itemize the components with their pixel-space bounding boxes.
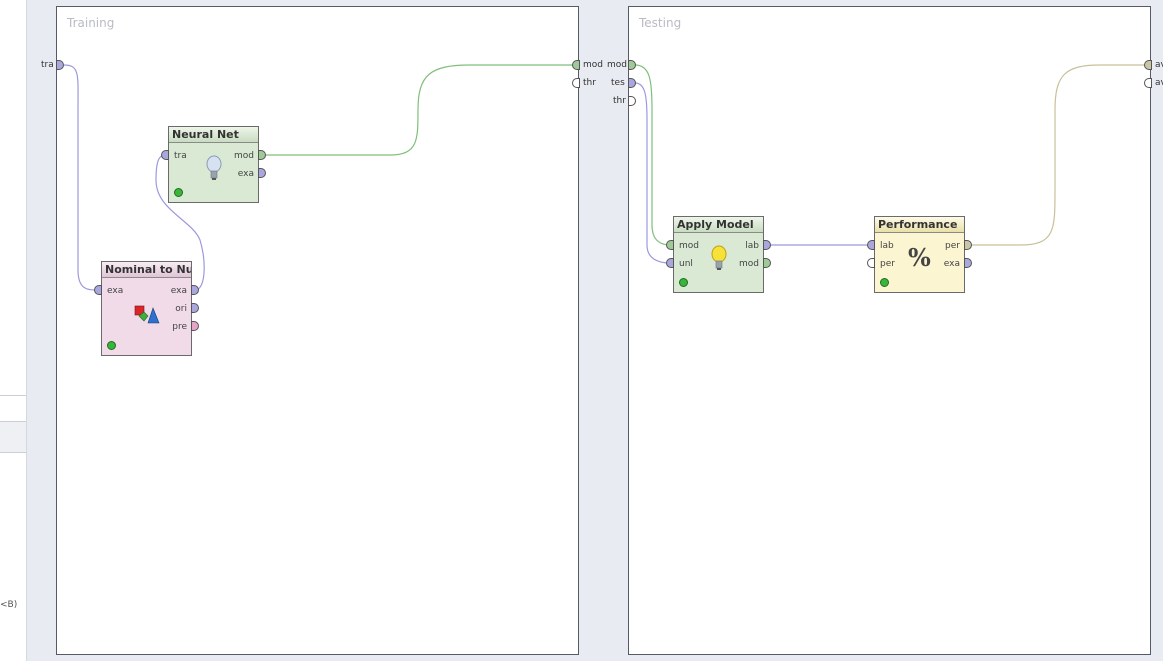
apply-model-output-mod[interactable] xyxy=(763,258,771,268)
panel-title: Training xyxy=(67,16,115,30)
percent-icon: % xyxy=(908,243,931,272)
training-output-port-mod[interactable] xyxy=(572,60,580,70)
lightbulb-icon xyxy=(206,155,222,180)
port-label: mod xyxy=(234,151,254,161)
testing-input-port-thr[interactable] xyxy=(628,96,636,106)
port-label: ori xyxy=(175,304,187,314)
panel-title: Testing xyxy=(639,16,682,30)
neural-net-input-tra[interactable] xyxy=(161,150,169,160)
port-label: thr xyxy=(613,96,626,106)
operator-title: Apply Model xyxy=(674,217,763,233)
operator-title: Neural Net xyxy=(169,127,258,143)
port-label: pre xyxy=(172,322,187,332)
neural-net-operator[interactable]: Neural Net tra mod exa xyxy=(168,126,259,203)
testing-subprocess-panel[interactable]: Testing xyxy=(628,6,1151,655)
performance-output-per[interactable] xyxy=(964,240,972,250)
nominal-output-exa[interactable] xyxy=(191,285,199,295)
performance-operator[interactable]: Performance lab per per exa % xyxy=(874,216,965,293)
port-label: exa xyxy=(107,286,124,296)
neural-net-output-exa[interactable] xyxy=(258,168,266,178)
operator-title: Nominal to Nu... xyxy=(102,262,191,278)
performance-output-exa[interactable] xyxy=(964,258,972,268)
port-label: per xyxy=(880,259,895,269)
panel-band xyxy=(0,421,26,453)
port-label: exa xyxy=(170,286,187,296)
port-label: mod xyxy=(679,241,699,251)
testing-output-port-av-1[interactable] xyxy=(1144,60,1152,70)
port-label: exa xyxy=(237,169,254,179)
performance-input-lab[interactable] xyxy=(867,240,875,250)
training-output-port-thr[interactable] xyxy=(572,78,580,88)
divider xyxy=(0,395,26,396)
port-label: av xyxy=(1155,60,1163,70)
testing-input-port-tes[interactable] xyxy=(628,78,636,88)
nominal-output-ori[interactable] xyxy=(191,303,199,313)
port-label: thr xyxy=(583,78,596,88)
left-side-panel: <B) xyxy=(0,0,27,661)
port-label: per xyxy=(945,241,960,251)
nominal-input-exa[interactable] xyxy=(94,285,102,295)
side-panel-text-fragment: <B) xyxy=(0,600,18,610)
status-indicator xyxy=(880,278,889,287)
operator-title: Performance xyxy=(875,217,964,233)
nominal-to-numerical-operator[interactable]: Nominal to Nu... exa exa ori pre xyxy=(101,261,192,356)
apply-model-output-lab[interactable] xyxy=(763,240,771,250)
performance-input-per[interactable] xyxy=(867,258,875,268)
apply-model-operator[interactable]: Apply Model mod unl lab mod xyxy=(673,216,764,293)
port-label: mod xyxy=(583,60,603,70)
port-label: mod xyxy=(739,259,759,269)
port-label: av xyxy=(1155,78,1163,88)
port-label: lab xyxy=(880,241,894,251)
port-label: unl xyxy=(679,259,693,269)
status-indicator xyxy=(107,341,116,350)
neural-net-output-mod[interactable] xyxy=(258,150,266,160)
training-input-port-tra[interactable] xyxy=(56,60,64,70)
status-indicator xyxy=(679,278,688,287)
testing-output-port-av-2[interactable] xyxy=(1144,78,1152,88)
port-label: tes xyxy=(611,78,625,88)
status-indicator xyxy=(174,188,183,197)
apply-model-input-unl[interactable] xyxy=(666,258,674,268)
apply-model-input-mod[interactable] xyxy=(666,240,674,250)
port-label: exa xyxy=(943,259,960,269)
testing-input-port-mod[interactable] xyxy=(628,60,636,70)
lightbulb-yellow-icon xyxy=(711,245,727,270)
port-label: tra xyxy=(41,60,54,70)
port-label: tra xyxy=(174,151,187,161)
nominal-output-pre[interactable] xyxy=(191,321,199,331)
port-label: lab xyxy=(745,241,759,251)
port-label: mod xyxy=(607,60,627,70)
shapes-convert-icon xyxy=(134,305,160,324)
